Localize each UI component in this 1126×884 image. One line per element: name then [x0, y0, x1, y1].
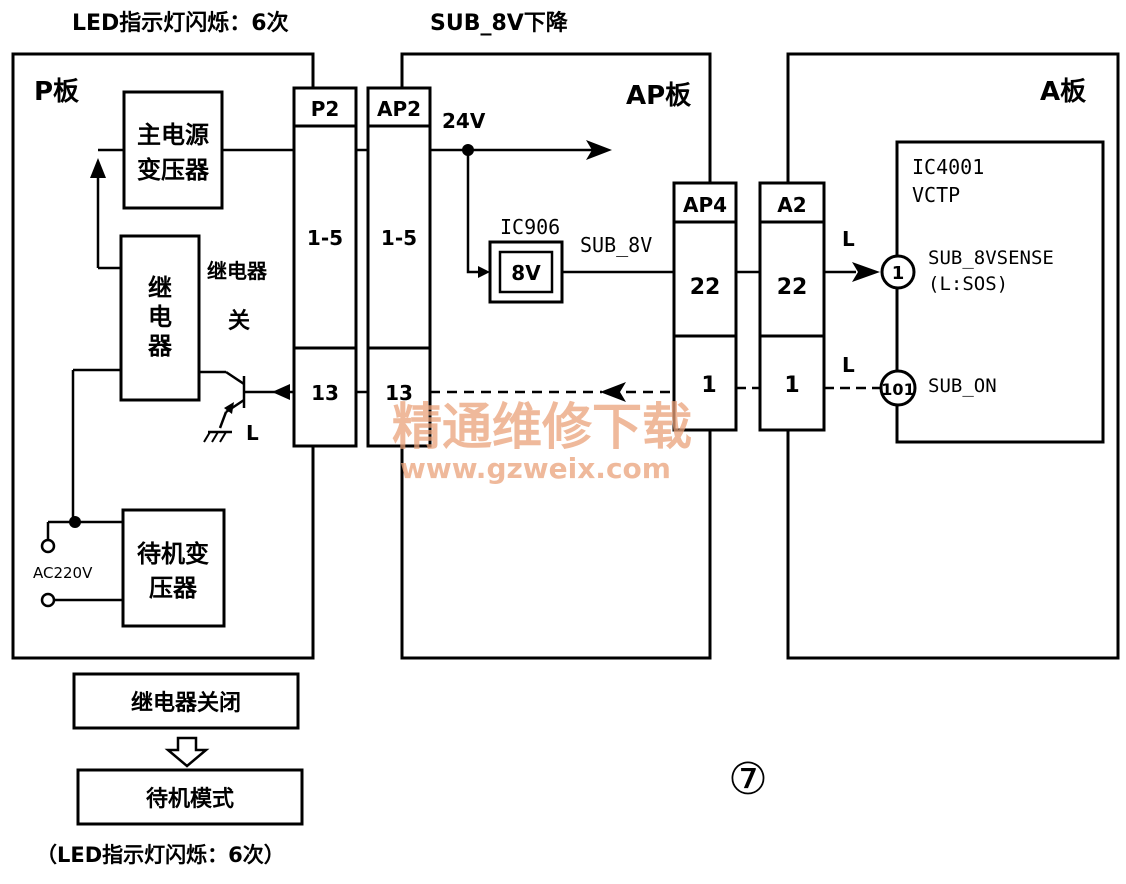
relay-caption: 继电器 — [207, 259, 268, 283]
connector-p2-pin-a: 1-5 — [307, 226, 343, 250]
ic4001-name: IC4001 — [912, 155, 984, 179]
pin101-number: 101 — [881, 380, 914, 399]
transistor-emitter-arrow-icon — [224, 402, 234, 414]
ap-board-outline-upper — [400, 52, 712, 183]
relay-char1: 继 — [148, 274, 172, 302]
connector-a2-name: A2 — [777, 193, 806, 217]
connector-ap4-name: AP4 — [683, 193, 727, 217]
sub8v-drop-caption: SUB_8V下降 — [430, 11, 569, 36]
base-input-arrow-icon — [272, 384, 290, 400]
rail-24v-arrow-icon — [586, 140, 612, 160]
regulator-input-arrow-icon — [478, 266, 490, 278]
regulator-value: 8V — [511, 261, 541, 285]
ap-board-label: AP板 — [626, 81, 691, 111]
flow-step1-label: 继电器关闭 — [131, 690, 241, 716]
standby-transformer-line2: 压器 — [149, 574, 198, 602]
connector-p2: P2 1-5 13 — [292, 86, 358, 448]
connector-ap2-pin-a: 1-5 — [381, 226, 417, 250]
ic4001-type: VCTP — [912, 183, 960, 207]
pin1-note: (L:SOS) — [928, 273, 1008, 295]
relay-char3: 器 — [147, 332, 173, 360]
connector-ap2: AP2 1-5 13 — [366, 86, 432, 448]
pin101-name: SUB_ON — [928, 375, 997, 397]
sense-arrow-icon — [852, 262, 880, 282]
a-board-label: A板 — [1040, 77, 1086, 107]
regulator-name: IC906 — [500, 215, 560, 239]
main-transformer-line2: 变压器 — [137, 156, 210, 184]
connector-ap2-pin-b: 13 — [385, 381, 413, 405]
connector-p2-name: P2 — [311, 97, 340, 121]
ac-terminal-2 — [40, 592, 56, 608]
sense-level-label: L — [842, 227, 855, 251]
connector-ap4-pin-b: 1 — [701, 373, 716, 398]
regulator-input-line — [466, 150, 482, 274]
relay-char2: 电 — [148, 303, 172, 331]
rail-24v-label: 24V — [442, 109, 486, 133]
relay-box — [119, 234, 201, 402]
connector-a2-pin-b: 1 — [784, 373, 799, 398]
flow-footnote: （LED指示灯闪烁：6次） — [36, 843, 285, 867]
sub8v-label: SUB_8V — [580, 233, 652, 257]
connector-p2-pin-b: 13 — [311, 381, 339, 405]
watermark-title: 精通维修下载 — [392, 398, 692, 456]
flow-step2-label: 待机模式 — [146, 786, 234, 812]
standby-transformer-line1: 待机变 — [137, 540, 209, 568]
ic4001-box — [895, 140, 1105, 444]
connector-ap4-pin-a: 22 — [690, 275, 721, 300]
watermark-url: www.gzweix.com — [400, 452, 671, 485]
main-transformer-box — [122, 90, 224, 210]
pin101-circle — [879, 369, 917, 407]
p-board-label: P板 — [34, 77, 79, 107]
relay-arrow-up-icon — [90, 158, 106, 178]
p-board-wiring — [46, 148, 294, 602]
flow-down-arrow-icon — [164, 736, 210, 768]
low-level-label: L — [246, 421, 259, 445]
subon-level-label: L — [842, 353, 855, 377]
connector-a2: A2 22 1 — [758, 181, 826, 432]
pin1-name: SUB_8VSENSE — [928, 247, 1054, 269]
junction-dot-ac — [69, 516, 81, 528]
connector-ap2-name: AP2 — [377, 97, 421, 121]
pin1-circle — [880, 254, 916, 290]
regulator-inner-box — [498, 250, 554, 294]
relay-state: 关 — [228, 309, 250, 334]
ground-hatch-icon — [203, 431, 227, 443]
ac-input-label: AC220V — [33, 564, 93, 582]
subon-dashed-arrow-icon — [600, 382, 626, 402]
pin1-number: 1 — [892, 263, 905, 284]
main-transformer-line1: 主电源 — [137, 121, 209, 149]
flow-step1-box — [72, 672, 300, 730]
led-blink-caption: LED指示灯闪烁：6次 — [72, 10, 289, 36]
standby-transformer-box — [121, 508, 226, 628]
flow-step2-box — [76, 768, 304, 826]
ac-terminal-1 — [40, 538, 56, 554]
figure-number: ⑦ — [728, 754, 767, 805]
connector-ap4: AP4 22 1 — [672, 181, 738, 432]
connector-a2-pin-a: 22 — [777, 275, 808, 300]
